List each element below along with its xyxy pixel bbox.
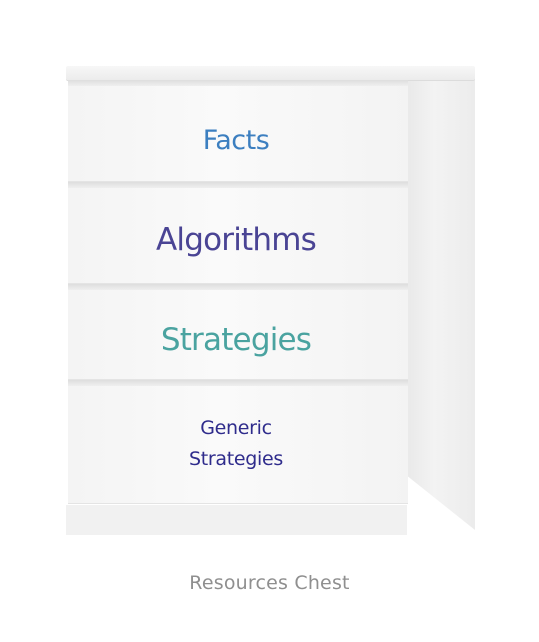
drawer-label-generic-line2: Strategies [188, 448, 284, 470]
drawer-facts [68, 86, 408, 182]
drawer-generic-strategies [68, 386, 408, 504]
drawer-label-strategies: Strategies [160, 322, 312, 358]
drawer-label-algorithms: Algorithms [156, 222, 317, 258]
drawer-edge [68, 380, 408, 386]
drawer-algorithms [68, 188, 408, 284]
chest-base [66, 505, 407, 535]
chest-top [66, 66, 475, 80]
drawer-label-facts: Facts [202, 125, 270, 156]
drawer-edge [68, 284, 408, 290]
drawer-strategies [68, 290, 408, 380]
drawer-edge [68, 182, 408, 188]
drawer-edge [68, 80, 408, 86]
diagram-caption: Resources Chest [189, 572, 350, 594]
chest-side-panel [407, 78, 475, 530]
drawer-label-generic-line1: Generic [200, 417, 272, 439]
